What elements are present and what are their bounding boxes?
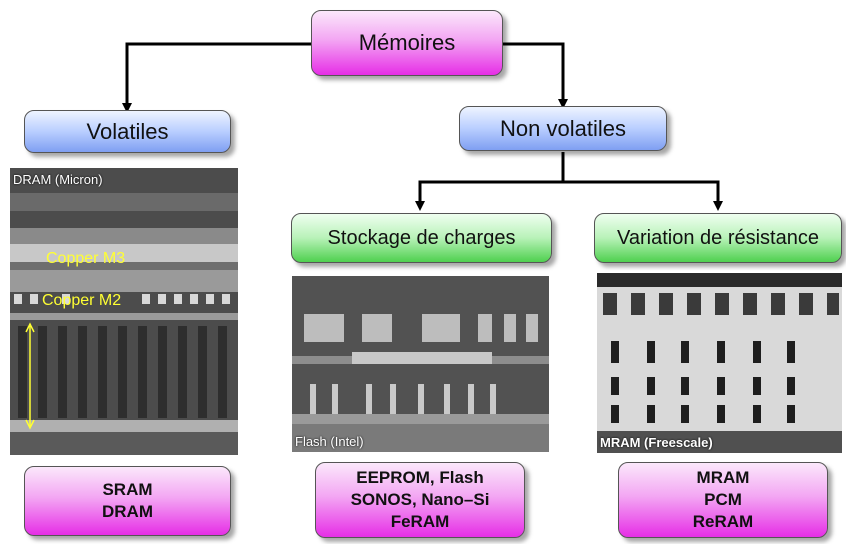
flash-micrograph: Flash (Intel) — [292, 276, 549, 452]
flash-caption: Flash (Intel) — [295, 434, 364, 449]
example-mram: MRAM — [696, 468, 750, 487]
charge-examples-box: EEPROM, Flash SONOS, Nano–Si FeRAM — [315, 462, 525, 538]
nonvolatile-label: Non volatiles — [500, 115, 626, 141]
volatile-label: Volatiles — [86, 118, 169, 144]
mram-micrograph: MRAM (Freescale) — [597, 273, 842, 453]
example-feram: FeRAM — [390, 512, 450, 531]
example-sram: SRAM — [102, 480, 153, 499]
charge-storage-node: Stockage de charges — [291, 213, 552, 263]
resistance-variation-label: Variation de résistance — [617, 226, 819, 249]
example-dram: DRAM — [102, 502, 153, 521]
example-eeprom-flash: EEPROM, Flash — [356, 468, 484, 487]
volatile-examples-box: SRAM DRAM — [24, 466, 231, 536]
dram-caption: DRAM (Micron) — [13, 172, 103, 187]
dram-micrograph: DRAM (Micron) Copper M3 Copper M2 — [10, 168, 238, 455]
nonvolatile-node: Non volatiles — [459, 106, 667, 151]
dram-cross-section-image — [10, 168, 238, 455]
example-sonos-nanosi: SONOS, Nano–Si — [350, 490, 490, 509]
copper-m3-label: Copper M3 — [46, 250, 126, 267]
edge-nv-charge — [415, 152, 565, 211]
mram-cross-section-image — [597, 273, 842, 453]
flash-cross-section-image — [292, 276, 549, 452]
root-label: Mémoires — [358, 30, 456, 55]
edge-root-nonvolatile — [503, 42, 568, 109]
example-pcm: PCM — [704, 490, 742, 509]
mram-caption: MRAM (Freescale) — [600, 435, 713, 450]
volatile-node: Volatiles — [24, 110, 231, 153]
edge-nv-resistance — [563, 180, 723, 211]
edge-root-volatile — [122, 42, 311, 113]
root-node-memoires: Mémoires — [311, 10, 503, 76]
example-reram: ReRAM — [692, 512, 754, 531]
resistance-examples-box: MRAM PCM ReRAM — [618, 462, 828, 538]
copper-m2-label: Copper M2 — [42, 292, 122, 309]
charge-storage-label: Stockage de charges — [327, 226, 516, 249]
resistance-variation-node: Variation de résistance — [594, 213, 842, 263]
